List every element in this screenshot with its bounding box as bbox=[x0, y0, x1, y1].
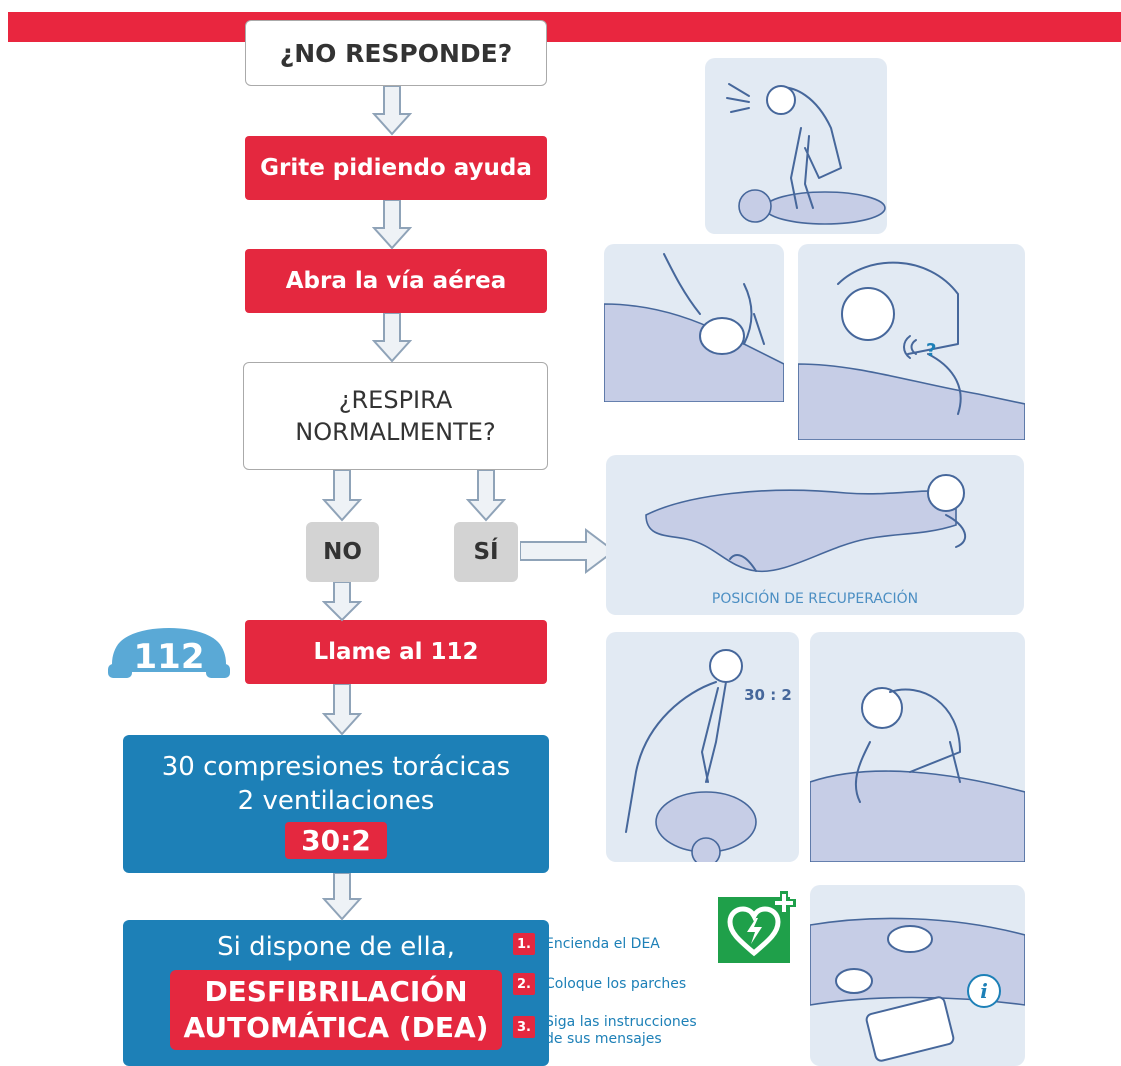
dea-step-2-text: Coloque los parches bbox=[545, 975, 687, 992]
dea-step-1-num: 1. bbox=[513, 933, 535, 955]
arrow-right-recovery bbox=[520, 528, 616, 574]
abra-box: Abra la vía aérea bbox=[245, 249, 547, 313]
dea-intro: Si dispone de ella, bbox=[217, 932, 455, 962]
abra-label: Abra la vía aérea bbox=[285, 268, 507, 294]
dea-step-2: 2. Coloque los parches bbox=[513, 973, 686, 995]
llame-box: Llame al 112 bbox=[245, 620, 547, 684]
illustration-recovery-position: POSICIÓN DE RECUPERACIÓN bbox=[606, 455, 1024, 615]
dea-step-3-line2: de sus mensajes bbox=[545, 1031, 662, 1047]
dea-step-3-num: 3. bbox=[513, 1016, 535, 1038]
dea-step-3-text: Siga las instrucciones de sus mensajes bbox=[545, 1014, 697, 1048]
arrow-down-5 bbox=[322, 684, 362, 736]
arrow-down-6 bbox=[322, 873, 362, 921]
no-label: NO bbox=[323, 539, 362, 565]
dea-step-2-num: 2. bbox=[513, 973, 535, 995]
respira-line2: NORMALMENTE? bbox=[295, 418, 496, 446]
dea-line1: DESFIBRILACIÓN bbox=[204, 975, 468, 1008]
grite-box: Grite pidiendo ayuda bbox=[245, 136, 547, 200]
top-banner bbox=[8, 12, 1121, 42]
no-responde-label: ¿NO RESPONDE? bbox=[279, 38, 513, 68]
arrow-down-1 bbox=[372, 86, 412, 136]
ratio-badge: 30:2 bbox=[285, 821, 387, 859]
compresiones-line1: 30 compresiones torácicas bbox=[161, 751, 511, 782]
compresiones-box: 30 compresiones torácicas 2 ventilacione… bbox=[123, 735, 549, 873]
no-responde-box: ¿NO RESPONDE? bbox=[245, 20, 547, 86]
grite-label: Grite pidiendo ayuda bbox=[260, 155, 532, 181]
dea-box: Si dispone de ella, DESFIBRILACIÓN AUTOM… bbox=[123, 920, 549, 1066]
si-box: SÍ bbox=[454, 522, 518, 582]
illustration-breath-check: ? bbox=[798, 244, 1025, 440]
breath-question-mark: ? bbox=[926, 340, 936, 361]
arrow-down-4 bbox=[322, 582, 362, 622]
dea-line2: AUTOMÁTICA (DEA) bbox=[183, 1011, 489, 1044]
no-box: NO bbox=[306, 522, 379, 582]
cpr-ratio-label: 30 : 2 bbox=[744, 686, 792, 704]
aed-heart-icon bbox=[718, 891, 796, 963]
illustration-aed-pads: i bbox=[810, 885, 1025, 1066]
illustration-open-airway bbox=[604, 244, 784, 402]
arrow-down-si bbox=[466, 470, 506, 522]
illustration-chest-compressions: 30 : 2 bbox=[606, 632, 799, 862]
arrow-down-2 bbox=[372, 200, 412, 250]
phone-112-number: 112 bbox=[134, 637, 205, 677]
info-icon: i bbox=[967, 974, 1001, 1008]
respira-box: ¿RESPIRA NORMALMENTE? bbox=[243, 362, 548, 470]
respira-line1: ¿RESPIRA bbox=[338, 386, 453, 414]
dea-red-block: DESFIBRILACIÓN AUTOMÁTICA (DEA) bbox=[169, 970, 503, 1050]
arrow-down-no bbox=[322, 470, 362, 522]
recovery-position-label: POSICIÓN DE RECUPERACIÓN bbox=[712, 589, 918, 607]
arrow-down-3 bbox=[372, 313, 412, 363]
dea-step-3-line1: Siga las instrucciones bbox=[545, 1014, 697, 1030]
dea-step-1: 1. Encienda el DEA bbox=[513, 933, 660, 955]
illustration-rescue-breaths bbox=[810, 632, 1025, 862]
dea-step-1-text: Encienda el DEA bbox=[545, 935, 660, 952]
llame-label: Llame al 112 bbox=[313, 639, 479, 665]
phone-112-icon: 112 bbox=[108, 622, 230, 684]
illustration-check-response bbox=[705, 58, 887, 234]
compresiones-line2: 2 ventilaciones bbox=[237, 785, 435, 816]
si-label: SÍ bbox=[473, 539, 499, 565]
info-mark: i bbox=[980, 979, 988, 1003]
dea-step-3: 3. Siga las instrucciones de sus mensaje… bbox=[513, 1014, 697, 1048]
